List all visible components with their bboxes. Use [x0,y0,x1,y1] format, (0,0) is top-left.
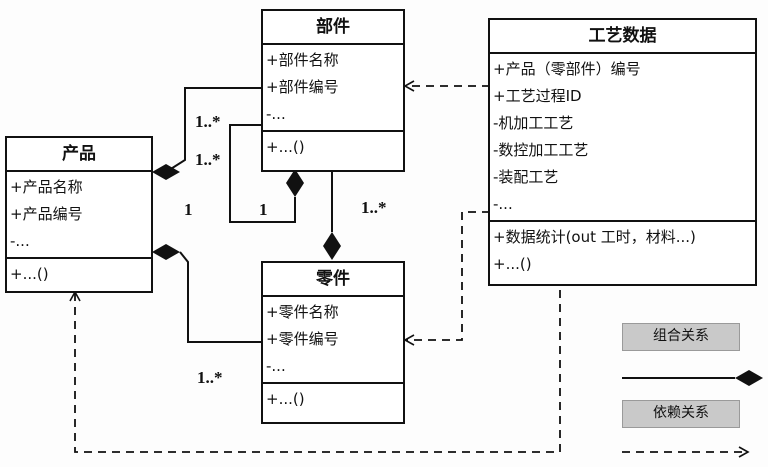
composition-diamond-component-part [323,232,341,260]
attribute-row: -... [493,195,513,213]
class-process-data-operations: +数据统计(out 工时，材料...) +...() [490,222,755,280]
class-component: 部件 +部件名称 +部件编号 -... +...() [261,9,405,172]
multiplicity-component-self-many: 1..* [195,150,221,169]
class-part-operations: +...() [263,384,403,415]
composition-product-part [179,251,263,343]
operation-row: +...() [493,255,532,273]
legend-dependency-label: 依赖关系 [622,400,740,428]
class-part-attributes: +零件名称 +零件编号 -... [263,297,403,384]
operation-row: +...() [266,138,305,156]
operation-row: +...() [266,390,305,408]
class-process-data-attributes: +产品（零部件）编号 +工艺过程ID -机加工工艺 -数控加工工艺 -装配工艺 … [490,54,755,222]
composition-component-self [229,124,296,223]
class-component-name: 部件 [263,11,403,45]
multiplicity-product-component-many: 1..* [195,112,221,131]
multiplicity-component-part-many: 1..* [361,198,387,217]
class-product-name: 产品 [7,138,151,172]
attribute-row: -装配工艺 [493,168,559,186]
class-component-attributes: +部件名称 +部件编号 -... [263,45,403,132]
class-component-operations: +...() [263,132,403,163]
class-product: 产品 +产品名称 +产品编号 -... +...() [5,136,153,293]
class-product-attributes: +产品名称 +产品编号 -... [7,172,151,259]
attribute-row: +部件名称 [266,51,339,69]
attribute-row: +零件编号 [266,330,339,348]
composition-product-component [165,87,263,173]
multiplicity-component-self-one: 1 [259,200,268,219]
class-part: 零件 +零件名称 +零件编号 -... +...() [261,261,405,424]
attribute-row: +零件名称 [266,303,339,321]
attribute-row: +工艺过程ID [493,87,582,105]
class-process-data: 工艺数据 +产品（零部件）编号 +工艺过程ID -机加工工艺 -数控加工工艺 -… [488,18,757,286]
legend-composition-diamond [735,370,763,386]
dependency-process-part [403,211,490,346]
attribute-row: -数控加工工艺 [493,141,589,159]
attribute-row: -... [266,105,286,123]
operation-row: +数据统计(out 工时，材料...) [493,228,696,246]
attribute-row: +产品编号 [10,205,83,223]
attribute-row: +产品名称 [10,178,83,196]
legend-composition-label: 组合关系 [622,323,740,351]
class-part-name: 零件 [263,263,403,297]
operation-row: +...() [10,265,49,283]
multiplicity-product-component-one: 1 [184,200,193,219]
attribute-row: +部件编号 [266,78,339,96]
attribute-row: +产品（零部件）编号 [493,60,641,78]
class-process-data-name: 工艺数据 [490,20,755,54]
composition-diamond-component-self [286,169,304,197]
attribute-row: -... [266,357,286,375]
attribute-row: -机加工工艺 [493,114,574,132]
composition-diamond-product-part [152,244,180,260]
multiplicity-product-part-many: 1..* [197,368,223,387]
composition-diamond-product-component [152,164,180,180]
class-product-operations: +...() [7,259,151,290]
attribute-row: -... [10,232,30,250]
